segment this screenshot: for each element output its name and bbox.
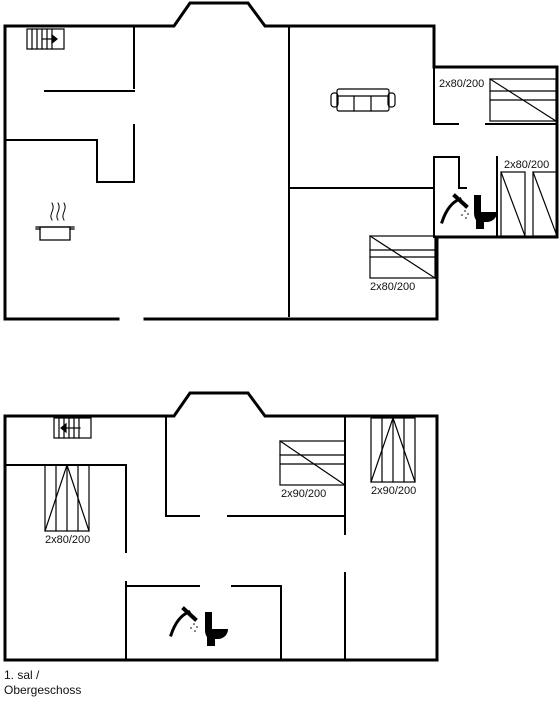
- sofa-icon: [330, 88, 396, 112]
- staircase-icon: [53, 417, 92, 439]
- bed-size-label: 2x80/200: [504, 159, 549, 171]
- ground-floor-outer-wall: [3, 1, 559, 321]
- staircase-icon: [26, 28, 65, 50]
- bed-icon: [44, 464, 90, 532]
- upper-floor-outer-wall: [3, 391, 439, 662]
- toilet-icon: [474, 195, 497, 229]
- floor-caption-line: Obergeschoss: [4, 683, 82, 697]
- bed-size-label: 2x90/200: [371, 485, 416, 497]
- bed-icon: [500, 171, 558, 237]
- floor-caption: 1. sal / Obergeschoss: [4, 668, 81, 698]
- ground-floor-interior-walls: [4, 25, 558, 317]
- bed-icon: [370, 417, 416, 483]
- bed-size-label: 2x90/200: [281, 488, 326, 500]
- floor-caption-line: 1. sal /: [4, 668, 40, 682]
- toilet-icon: [205, 612, 228, 646]
- cooking-pot-icon: [35, 202, 75, 241]
- bed-size-label: 2x80/200: [45, 534, 90, 546]
- bed-icon: [369, 235, 436, 279]
- bed-icon: [279, 440, 346, 486]
- bed-size-label: 2x80/200: [439, 78, 484, 90]
- upper-floor: 2x90/200 2x90/200 2x80/200: [3, 391, 439, 662]
- shower-icon: [169, 606, 198, 637]
- ground-floor: 2x80/200 2x80/200 2x80/200: [3, 1, 559, 321]
- bed-size-label: 2x80/200: [370, 281, 415, 293]
- shower-icon: [440, 193, 469, 224]
- bed-icon: [489, 78, 557, 122]
